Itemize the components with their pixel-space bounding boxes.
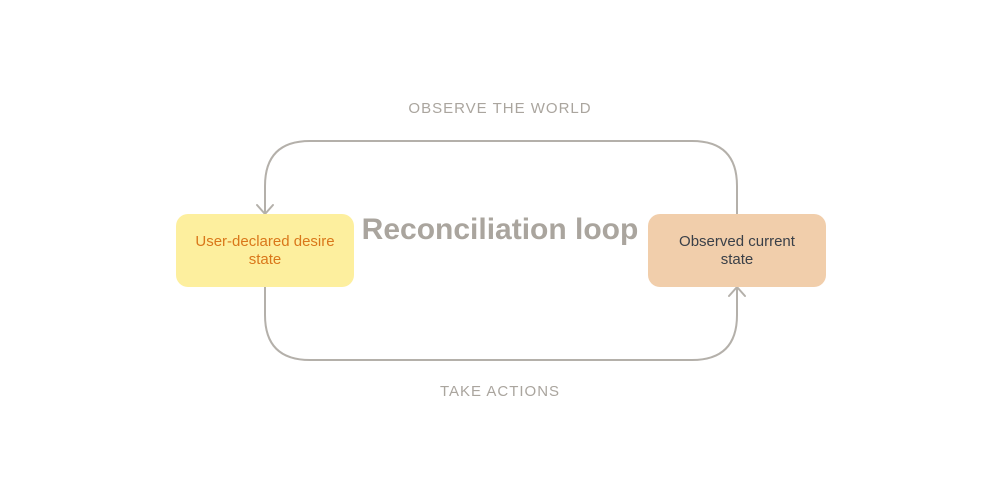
action-arrowhead-icon (728, 286, 746, 297)
desired-state-label: User-declared desire state (195, 232, 335, 268)
observed-state-label: Observed current state (679, 232, 795, 268)
action-arc (264, 287, 738, 361)
diagram-title: Reconciliation loop (361, 213, 639, 246)
observe-arc (264, 140, 738, 214)
actions-label: TAKE ACTIONS (439, 383, 561, 400)
observe-label: OBSERVE THE WORLD (408, 100, 592, 117)
desired-state-box: User-declared desire state (176, 214, 354, 287)
observed-state-box: Observed current state (648, 214, 826, 287)
